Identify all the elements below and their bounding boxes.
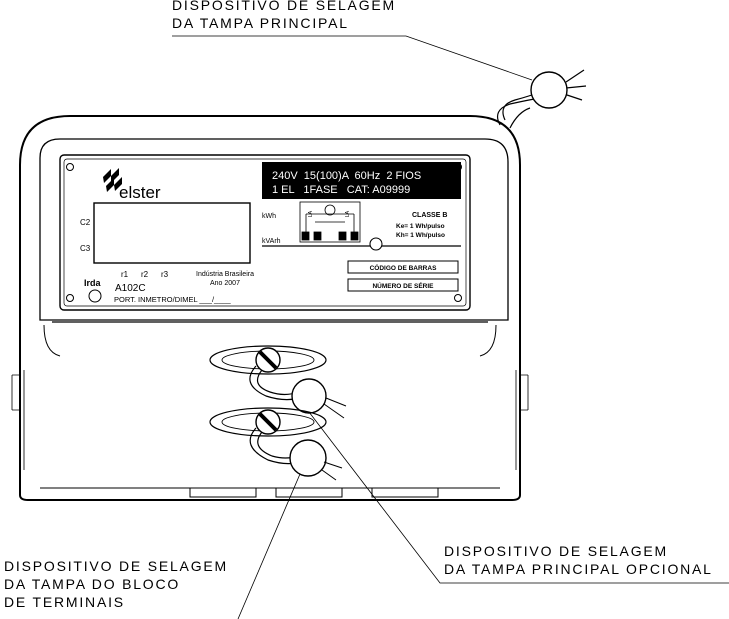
pulse-label-r3: r3 (161, 270, 169, 279)
irda-port (88, 289, 102, 303)
plate-screw-bl (66, 294, 74, 302)
diagram-label-2: LA (345, 210, 351, 217)
unit-kvarh: kVArh (262, 238, 281, 245)
ratings-line-2: 1 EL 1FASE CAT: A09999 (272, 184, 410, 196)
meter-constant-ke: Ke= 1 Wh/pulso (396, 223, 445, 230)
callout-line: DA TAMPA PRINCIPAL OPCIONAL (444, 561, 713, 577)
serial-label: NÚMERO DE SÉRIE (372, 281, 434, 290)
unit-kwh: kWh (262, 213, 276, 220)
callout-line: DE TERMINAIS (4, 594, 125, 610)
origin-line-2: Ano 2007 (210, 280, 240, 287)
barcode-label: CÓDIGO DE BARRAS (370, 263, 437, 272)
lcd-display (93, 202, 251, 264)
main-cover-seal (530, 71, 568, 109)
elster-logo-mark (103, 168, 122, 192)
optional-main-cover-seal (291, 378, 327, 414)
barcode-box (347, 260, 459, 274)
main-cover-seal-wire (497, 69, 587, 129)
model-number: A102C (115, 283, 146, 294)
nameplate: elster C2 C3 Irda r1 r2 r3 Indústria Bra… (59, 154, 471, 311)
plate-screw-tl (66, 163, 74, 171)
connection-diagram (299, 201, 361, 243)
approval-text: PORT. INMETRO/DIMEL ___/____ (114, 295, 232, 304)
pulse-label-r1: r1 (121, 270, 129, 279)
irda-label: Irda (84, 278, 102, 288)
accuracy-class: CLASSE B (412, 212, 447, 219)
main-cover-screw (209, 345, 327, 401)
callout-line: DISPOSITIVO DE SELAGEM (4, 558, 228, 574)
callout-optional-main-cover-seal: DISPOSITIVO DE SELAGEM DA TAMPA PRINCIPA… (444, 542, 713, 578)
diagram-label-1: LA (308, 210, 314, 217)
ratings-block (262, 162, 461, 199)
terminal-cover-tabs (40, 487, 500, 498)
brand-name: elster (119, 183, 161, 202)
ratings-line-1: 240V 15(100)A 60Hz 2 FIOS (272, 170, 421, 182)
serial-box (347, 278, 459, 292)
register-label-c3: C3 (80, 244, 91, 253)
terminal-cover-seal (289, 439, 327, 477)
register-label-c2: C2 (80, 218, 91, 227)
callout-line: DA TAMPA DO BLOCO (4, 576, 181, 592)
origin-line-1: Indústria Brasileira (196, 271, 254, 278)
callout-line: DISPOSITIVO DE SELAGEM (444, 543, 668, 559)
meter-constant-kh: Kh= 1 Wh/pulso (396, 232, 445, 239)
meter-body (11, 115, 529, 501)
callout-terminal-cover-seal: DISPOSITIVO DE SELAGEM DA TAMPA DO BLOCO… (4, 557, 228, 611)
callout-line: DA TAMPA PRINCIPAL (172, 15, 349, 31)
callout-line: DISPOSITIVO DE SELAGEM (172, 0, 396, 13)
leader-lines (172, 35, 729, 619)
pulse-label-r2: r2 (141, 270, 149, 279)
callout-main-cover-seal: DISPOSITIVO DE SELAGEM DA TAMPA PRINCIPA… (172, 0, 396, 32)
plate-screw-br (454, 294, 462, 302)
test-led (369, 237, 383, 251)
